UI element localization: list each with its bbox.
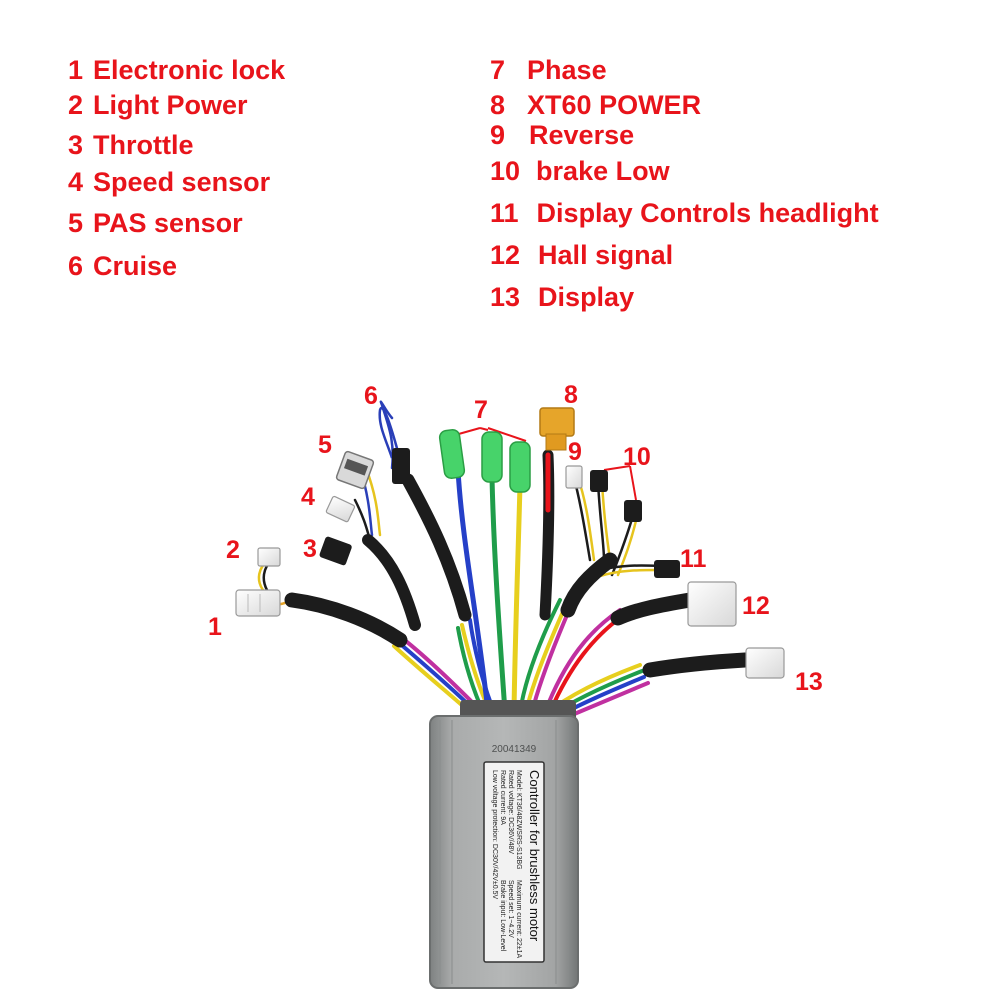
legend-item-5: 5 PAS sensor	[68, 210, 243, 237]
legend-number: 4	[68, 167, 84, 197]
legend-label: Throttle	[93, 130, 194, 160]
controller-serial: 20041349	[492, 744, 537, 755]
hall-connector	[687, 581, 737, 627]
callout-12: 12	[742, 592, 770, 620]
callout-8: 8	[564, 381, 578, 409]
electronic-lock-connector	[235, 589, 281, 617]
legend-number: 11	[490, 198, 519, 228]
controller-spec-3: Low voltage protection: DC30V/42V±0.5V	[491, 770, 498, 899]
legend-label: Light Power	[93, 90, 248, 120]
legend-label: Cruise	[93, 251, 178, 281]
legend-item-2: 2 Light Power	[68, 92, 248, 119]
legend-label: brake Low	[536, 156, 670, 186]
pas-connector	[335, 450, 375, 490]
legend-number: 12	[490, 240, 521, 270]
legend-item-3: 3 Throttle	[68, 132, 194, 159]
cruise-loop	[378, 406, 400, 459]
brake-connectors	[590, 470, 642, 522]
callout-6: 6	[364, 382, 378, 410]
controller-spec-r2: Brake input: Low-Level	[499, 880, 506, 952]
callout-13: 13	[795, 668, 823, 696]
legend-item-10: 10 brake Low	[490, 158, 670, 185]
legend-label: Reverse	[529, 120, 635, 150]
legend-label: Electronic lock	[93, 55, 286, 85]
phase-connectors	[438, 428, 531, 493]
legend-label: Hall signal	[538, 240, 674, 270]
callout-1: 1	[208, 613, 222, 641]
controller-spec-0: Model: KT36/48ZWSRS-S13BG	[515, 770, 522, 870]
legend-label: Display Controls headlight	[536, 198, 879, 228]
phase-wires	[455, 452, 551, 715]
legend-item-11: 11 Display Controls headlight	[490, 200, 879, 227]
callout-4: 4	[301, 483, 315, 511]
legend-item-1: 1 Electronic lock	[68, 57, 285, 84]
callout-numbers: 1 2 3 4 5 6 7 8 9 10 11 12 13	[208, 381, 823, 696]
legend-number: 13	[490, 282, 521, 312]
legend-number: 10	[490, 156, 521, 186]
legend-label: Phase	[527, 55, 607, 85]
callout-11: 11	[680, 545, 707, 573]
legend-label: XT60 POWER	[527, 90, 702, 120]
legend-number: 8	[490, 90, 506, 120]
legend-item-7: 7 Phase	[490, 57, 607, 84]
headlight-connector	[654, 560, 680, 578]
legend-number: 5	[68, 208, 84, 238]
callout-9: 9	[568, 438, 582, 466]
xt60-connector	[539, 407, 575, 451]
legend-number: 1	[68, 55, 84, 85]
controller-spec-r1: Speed set: 1~4.2V	[507, 880, 514, 938]
legend-number: 6	[68, 251, 84, 281]
legend-item-8: 8 XT60 POWER	[490, 92, 701, 119]
controller-title: Controller for brushless motor	[527, 770, 542, 942]
legend-item-13: 13 Display	[490, 284, 634, 311]
callout-3: 3	[303, 535, 317, 563]
legend-label: Display	[538, 282, 635, 312]
callout-2: 2	[226, 536, 240, 564]
light-power-connector	[257, 547, 281, 567]
controller-box	[429, 700, 579, 989]
controller-label: 20041349 Controller for brushless motor …	[491, 744, 542, 958]
throttle-connector	[319, 536, 352, 566]
legend-number: 2	[68, 90, 84, 120]
callout-7: 7	[474, 396, 488, 424]
callout-5: 5	[318, 431, 332, 459]
legend-number: 7	[490, 55, 506, 85]
legend-item-6: 6 Cruise	[68, 253, 177, 280]
cruise-connector	[392, 448, 410, 484]
legend-number: 3	[68, 130, 84, 160]
legend-label: Speed sensor	[93, 167, 271, 197]
callout-10: 10	[623, 443, 651, 471]
legend-number: 9	[490, 120, 506, 150]
legend-item-12: 12 Hall signal	[490, 242, 673, 269]
legend-item-4: 4 Speed sensor	[68, 169, 270, 196]
legend-label: PAS sensor	[93, 208, 243, 238]
display-connector	[745, 647, 785, 679]
controller-spec-1: Rated voltage: DC36V/48V	[507, 770, 514, 854]
speed-sensor-connector	[325, 495, 356, 523]
controller-spec-r0: Maximum current: 22±1A	[515, 880, 522, 958]
legend-item-9: 9 Reverse	[490, 122, 634, 149]
controller-spec-2: Rated current: 9A	[499, 770, 506, 825]
reverse-connector	[565, 465, 583, 489]
